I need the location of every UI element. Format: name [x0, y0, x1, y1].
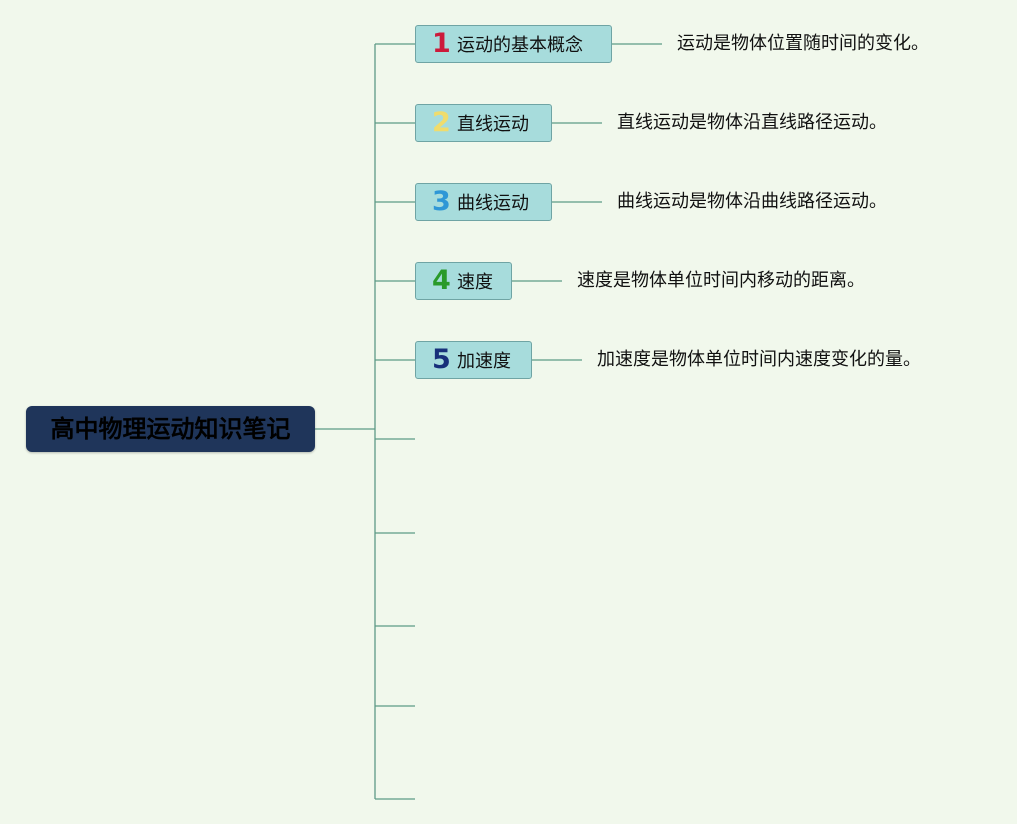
topic-label-1: 运动的基本概念: [457, 35, 583, 56]
root-title: 高中物理运动知识笔记: [50, 415, 291, 443]
topic-node-curvilinear-motion[interactable]: 3 曲线运动: [415, 183, 552, 221]
topic-node-acceleration[interactable]: 5 加速度: [415, 341, 532, 379]
topic-label-3: 曲线运动: [457, 193, 529, 214]
root-node[interactable]: 高中物理运动知识笔记: [26, 406, 315, 452]
topic-number-3: 3: [432, 186, 451, 217]
topic-node-basic-concept[interactable]: 1 运动的基本概念: [415, 25, 612, 63]
topic-description-3: 曲线运动是物体沿曲线路径运动。: [617, 191, 887, 212]
topic-label-5: 加速度: [457, 351, 511, 372]
topic-label-4: 速度: [457, 272, 493, 293]
topic-description-5: 加速度是物体单位时间内速度变化的量。: [597, 349, 921, 370]
topic-description-1: 运动是物体位置随时间的变化。: [677, 33, 929, 54]
topic-label-2: 直线运动: [457, 114, 529, 135]
topic-node-linear-motion[interactable]: 2 直线运动: [415, 104, 552, 142]
topic-number-1: 1: [432, 28, 451, 59]
topic-number-4: 4: [432, 265, 451, 296]
topic-number-2: 2: [432, 107, 451, 138]
topic-number-5: 5: [432, 344, 451, 375]
topic-description-4: 速度是物体单位时间内移动的距离。: [577, 270, 865, 291]
topic-node-velocity[interactable]: 4 速度: [415, 262, 512, 300]
topic-description-2: 直线运动是物体沿直线路径运动。: [617, 112, 887, 133]
